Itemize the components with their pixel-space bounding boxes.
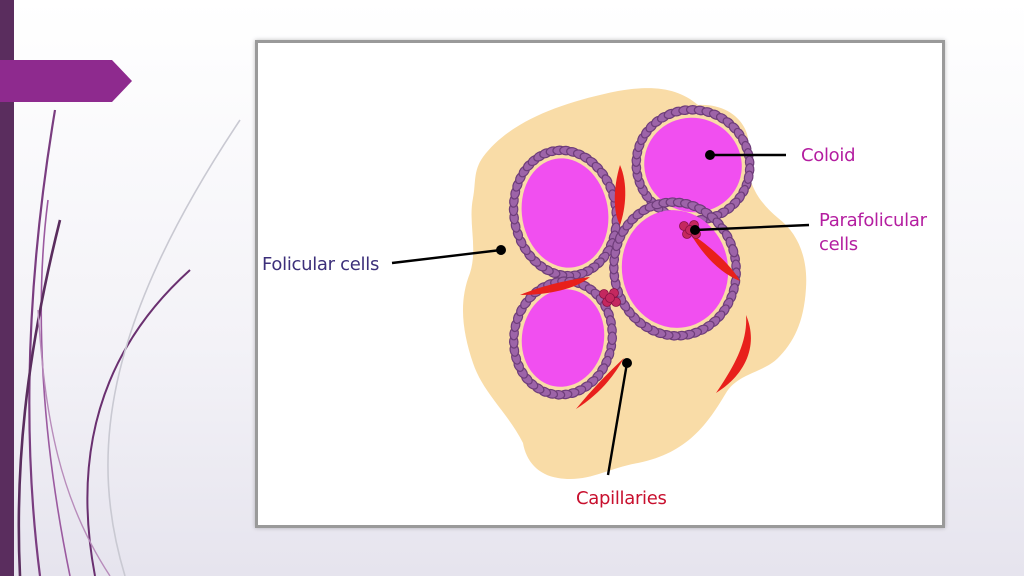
parafollicular-cell xyxy=(605,293,615,303)
follicular-cells-label: Folicular cells xyxy=(262,254,380,275)
capillary xyxy=(614,165,626,225)
capillaries-leader-line xyxy=(606,362,629,476)
capillary xyxy=(690,233,740,281)
capillary-group xyxy=(520,165,751,409)
colloid xyxy=(521,289,605,387)
colloid xyxy=(521,158,609,268)
follicle xyxy=(609,197,741,341)
parafollicular-cell-clusters xyxy=(599,220,701,307)
capillary xyxy=(520,277,590,295)
parafollicular-leader-dot xyxy=(690,225,700,235)
diagram-frame: Coloid Parafolicular cells Folicular cel… xyxy=(255,40,945,528)
parafollicular-cell-cluster xyxy=(599,288,621,307)
capillaries-label: Capillaries xyxy=(576,488,667,509)
parafollicular-label-line1: Parafolicular xyxy=(819,210,927,231)
parafollicular-label: Parafolicular cells xyxy=(819,209,949,257)
capillary xyxy=(576,358,624,409)
follicular-leader-line xyxy=(391,248,502,265)
thyroid-follicle-diagram xyxy=(391,88,810,480)
colloid xyxy=(621,210,729,328)
follicular-leader-dot xyxy=(496,245,506,255)
follicular-cell xyxy=(728,244,739,258)
follicular-cell xyxy=(743,170,754,185)
capillary xyxy=(716,315,751,393)
colloid-label: Coloid xyxy=(801,145,856,166)
slide-sidebar-bar xyxy=(0,0,14,576)
capillaries-leader-dot xyxy=(622,358,632,368)
decorative-swoosh-lines xyxy=(17,109,241,576)
slide-accent-arrow xyxy=(0,60,132,102)
parafollicular-label-line2: cells xyxy=(819,234,858,255)
colloid xyxy=(644,117,742,213)
colloid-leader-dot xyxy=(705,150,715,160)
follicular-cell xyxy=(607,331,618,346)
parafollicular-leader-line xyxy=(694,223,810,232)
